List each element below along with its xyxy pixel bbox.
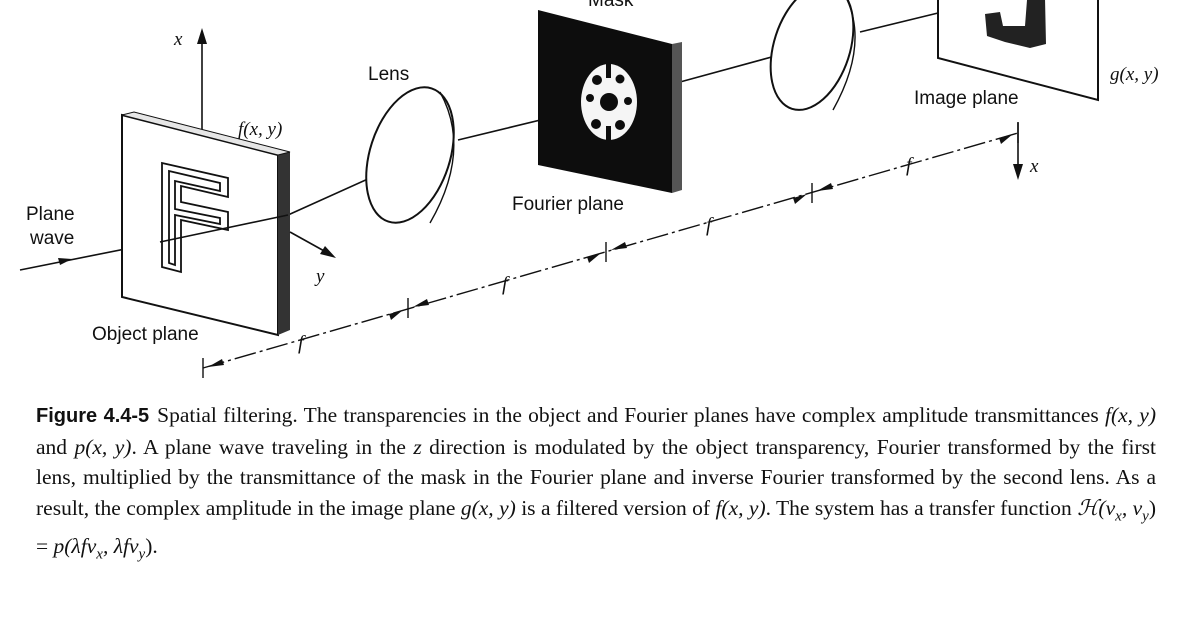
focal-label-2: f <box>502 273 510 295</box>
caption-math: z <box>413 434 422 459</box>
caption-text-run: Spatial filtering. The transparencies in… <box>157 403 1105 427</box>
second-lens <box>769 0 855 111</box>
caption-text: Spatial filtering. The transparencies in… <box>36 403 1157 563</box>
y-axis-label: y <box>314 266 325 287</box>
figure-caption: Figure 4.4-5 Spatial filtering. The trans… <box>36 400 1156 570</box>
caption-text-run: is a filtered version of <box>515 495 716 520</box>
image-x-axis-label: x <box>1029 156 1039 177</box>
caption-math: p(x, y) <box>74 434 132 459</box>
x-axis-label: x <box>173 29 183 50</box>
fourier-plane-label: Fourier plane <box>512 194 624 215</box>
fourier-mask <box>538 10 682 193</box>
caption-text-run: ) = <box>36 495 1156 559</box>
lens-label: Lens <box>368 64 409 85</box>
caption-math: , ν <box>1121 495 1143 520</box>
mask-label: Mask <box>588 0 634 11</box>
image-plane-label: Image plane <box>914 88 1019 109</box>
object-plane-label: Object plane <box>92 324 199 345</box>
first-lens <box>365 86 455 224</box>
caption-math: , λfν <box>102 534 139 559</box>
caption-math: x <box>96 546 103 563</box>
caption-text-run: ). <box>145 534 158 559</box>
caption-math: x <box>1115 507 1122 524</box>
focal-label-4: f <box>906 154 914 176</box>
spatial-filtering-diagram: Mask Lens f(x, y) x Plane wave y Object … <box>19 0 1159 378</box>
object-y-axis <box>289 231 336 258</box>
caption-text-run: . The system has a transfer function <box>765 495 1078 520</box>
plane-wave-label-line1: Plane <box>26 204 75 225</box>
caption-math: ℋ(ν <box>1077 495 1116 520</box>
plane-wave-arrowhead <box>58 258 72 265</box>
focal-dimension-line <box>202 123 1019 378</box>
caption-math: p(λfν <box>53 534 97 559</box>
caption-math: y <box>1142 507 1149 524</box>
caption-math: y <box>138 546 146 563</box>
figure-number: Figure 4.4-5 <box>36 405 150 427</box>
focal-label-3: f <box>706 214 714 236</box>
caption-text-run: direction is modulated by the object tra… <box>36 434 1157 520</box>
plane-wave-label-line2: wave <box>29 228 74 249</box>
caption-text-run: and <box>36 434 75 459</box>
image-output-label: g(x, y) <box>1110 64 1159 85</box>
letter-f-cutout <box>161 161 229 274</box>
object-plane-transparency <box>121 111 291 337</box>
object-transmittance-label: f(x, y) <box>238 119 282 140</box>
focal-label-1: f <box>298 332 306 354</box>
image-plane <box>937 0 1099 102</box>
caption-math: f(x, y) <box>715 495 766 520</box>
caption-math: f(x, y) <box>1104 403 1156 427</box>
caption-text-run: . A plane wave traveling in the <box>131 434 414 459</box>
caption-math: g(x, y) <box>460 495 516 520</box>
filtered-image-blur <box>985 0 1046 48</box>
